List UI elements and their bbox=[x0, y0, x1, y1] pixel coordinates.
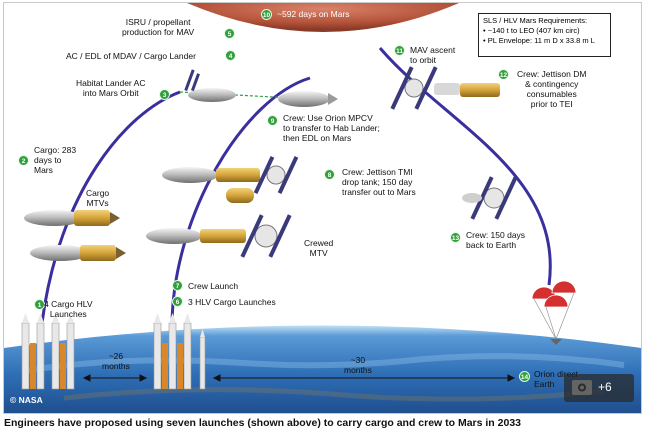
crewed-mtv-outbound bbox=[162, 156, 299, 194]
cargo-mtv-lower bbox=[30, 245, 126, 261]
step-badge: 5 bbox=[224, 28, 235, 39]
step-label: 4 Cargo HLV Launches bbox=[44, 299, 93, 319]
cargo-trajectory bbox=[40, 90, 181, 324]
return-vehicle bbox=[462, 176, 518, 220]
step-label: AC / EDL of MDAV / Cargo Lander bbox=[66, 51, 196, 61]
step-badge: 8 bbox=[324, 169, 335, 180]
mars-planet bbox=[187, 3, 459, 32]
step-label: Crew: Use Orion MPCV to transfer to Hab … bbox=[283, 113, 380, 143]
cargo-hlv-rockets bbox=[21, 313, 75, 390]
mav-station bbox=[390, 66, 500, 110]
parachutes bbox=[531, 280, 577, 345]
crewed-mtv bbox=[146, 214, 292, 258]
step-badge: 1 bbox=[34, 299, 45, 310]
step-badge: 7 bbox=[172, 280, 183, 291]
step-badge: 6 bbox=[172, 296, 183, 307]
step-badge: 11 bbox=[394, 45, 405, 56]
orion-transfer-vehicle bbox=[278, 91, 338, 107]
duration-label-26: ~26 months bbox=[102, 351, 130, 371]
gallery-button[interactable]: +6 bbox=[564, 374, 634, 402]
step-badge: 13 bbox=[450, 232, 461, 243]
step-label: Crew: Jettison TMI drop tank; 150 day tr… bbox=[342, 167, 416, 197]
step-label: MAV ascent to orbit bbox=[410, 45, 456, 65]
mission-diagram bbox=[4, 3, 641, 413]
step-badge: 2 bbox=[18, 155, 29, 166]
step-label: Cargo: 283 days to Mars bbox=[34, 145, 77, 175]
requirements-item: • PL Envelope: 11 m D x 33.8 m L bbox=[483, 36, 595, 45]
image-caption: Engineers have proposed using seven laun… bbox=[4, 417, 521, 429]
cargo-mtv-upper bbox=[24, 210, 120, 226]
step-badge: 14 bbox=[519, 371, 530, 382]
step-badge: 3 bbox=[159, 89, 170, 100]
step-label: Habitat Lander AC into Mars Orbit bbox=[76, 78, 146, 98]
duration-label-30: ~30 months bbox=[344, 355, 372, 375]
step-label: Crew: Jettison DM & contingency consumab… bbox=[517, 69, 587, 109]
step-badge: 10 bbox=[261, 9, 272, 20]
step-label: 3 HLV Cargo Launches bbox=[188, 297, 276, 307]
requirements-item: • ~140 t to LEO (407 km circ) bbox=[483, 26, 580, 35]
drop-tank bbox=[226, 188, 254, 203]
step-label: Crew: 150 days back to Earth bbox=[466, 230, 526, 250]
requirements-box: SLS / HLV Mars Requirements: • ~140 t to… bbox=[478, 13, 611, 57]
crew-and-cargo-rockets bbox=[153, 313, 206, 390]
requirements-title: SLS / HLV Mars Requirements: bbox=[483, 16, 588, 25]
step-badge: 4 bbox=[225, 50, 236, 61]
diagram-frame: SLS / HLV Mars Requirements: • ~140 t to… bbox=[3, 2, 642, 414]
step-badge: 9 bbox=[267, 115, 278, 126]
gallery-count: +6 bbox=[598, 380, 612, 394]
crewed-mtv-label: Crewed MTV bbox=[304, 238, 334, 258]
step-label: ~592 days on Mars bbox=[277, 9, 350, 19]
step-label: Crew Launch bbox=[188, 281, 239, 291]
nasa-credit: © NASA bbox=[10, 395, 43, 405]
step-badge: 12 bbox=[498, 69, 509, 80]
duration-arrows bbox=[82, 374, 516, 382]
step-label: ISRU / propellant production for MAV bbox=[122, 17, 195, 37]
habitat-lander-vehicle bbox=[184, 69, 236, 102]
cargo-mtvs-label: Cargo MTVs bbox=[86, 188, 110, 208]
